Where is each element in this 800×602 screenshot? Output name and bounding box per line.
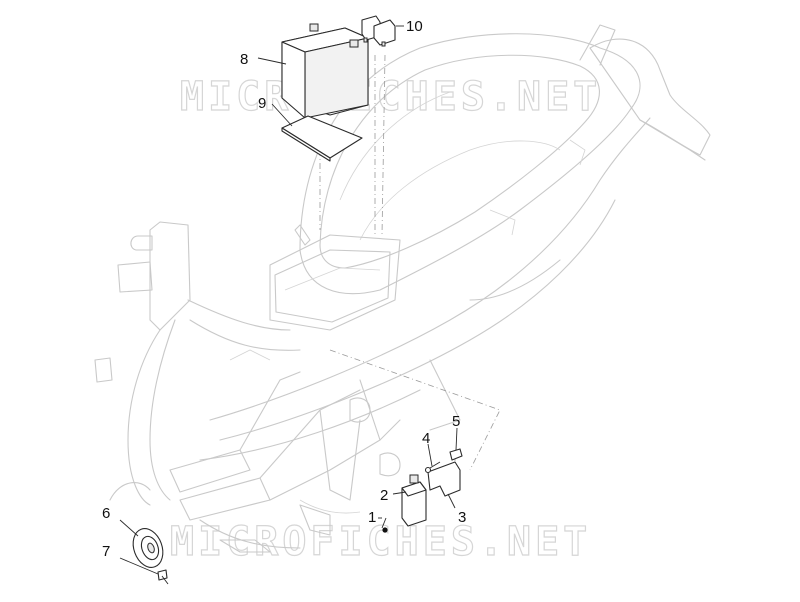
callout-1[interactable]: 1 — [368, 509, 376, 526]
battery-pad[interactable] — [281, 115, 363, 162]
starter-relay[interactable] — [401, 474, 427, 527]
callout-5[interactable]: 5 — [452, 413, 460, 430]
scooter-frame — [94, 24, 711, 553]
relays[interactable] — [361, 15, 396, 47]
callout-8[interactable]: 8 — [240, 51, 248, 68]
leader-lines — [119, 25, 458, 575]
bolt[interactable] — [157, 569, 169, 585]
watermark-bottom: MICROFICHES.NET — [170, 519, 591, 565]
bracket[interactable] — [427, 461, 461, 497]
horn[interactable] — [128, 524, 168, 571]
battery[interactable] — [281, 23, 369, 119]
watermark-top: MICROFICHES.NET — [180, 74, 601, 120]
battery-terminal-icon — [309, 23, 319, 32]
clip[interactable] — [449, 448, 463, 461]
callout-9[interactable]: 9 — [258, 95, 266, 112]
callout-labels: 1 2 3 4 5 6 7 8 9 10 — [102, 18, 466, 560]
reference-dot — [382, 527, 388, 533]
callout-7[interactable]: 7 — [102, 543, 110, 560]
callout-3[interactable]: 3 — [458, 509, 466, 526]
callout-4[interactable]: 4 — [422, 430, 430, 447]
callout-2[interactable]: 2 — [380, 487, 388, 504]
battery-terminal-icon — [349, 39, 359, 48]
callout-10[interactable]: 10 — [406, 18, 423, 35]
callout-6[interactable]: 6 — [102, 505, 110, 522]
screw[interactable] — [424, 461, 441, 474]
